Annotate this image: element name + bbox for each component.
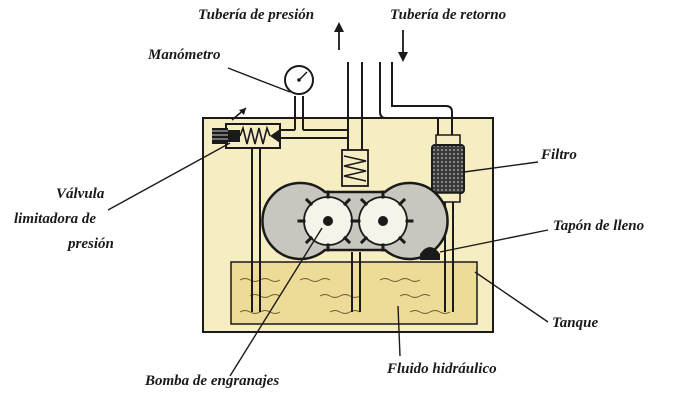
label-return-pipe: Tubería de retorno [390,7,507,23]
pressure-pipe [347,62,363,150]
label-relief-valve-1: Válvula [56,186,105,202]
relief-valve [212,107,281,312]
outlet-spring [341,149,369,187]
label-gauge: Manómetro [148,47,221,63]
label-relief-valve-3: presión [68,236,114,252]
filter [431,134,465,203]
right-gear [352,190,414,252]
label-filter: Filtro [541,147,577,163]
suction-pipe [351,252,361,312]
label-relief-valve-2: limitadora de [14,211,97,227]
label-hydraulic-fluid: Fluido hidráulico [387,361,497,377]
label-filler-cap: Tapón de lleno [553,218,645,234]
gauge [284,65,314,95]
left-gear [297,190,359,252]
gear-pump [261,181,449,261]
leader-lines [107,67,549,377]
filler-cap [420,247,440,260]
return-arrow [398,30,408,62]
hydraulic-fluid [230,261,478,325]
label-pressure-pipe: Tubería de presión [198,7,315,23]
label-gear-pump: Bomba de engranajes [145,373,280,389]
pressure-arrow [334,22,344,50]
label-tank: Tanque [552,315,599,331]
